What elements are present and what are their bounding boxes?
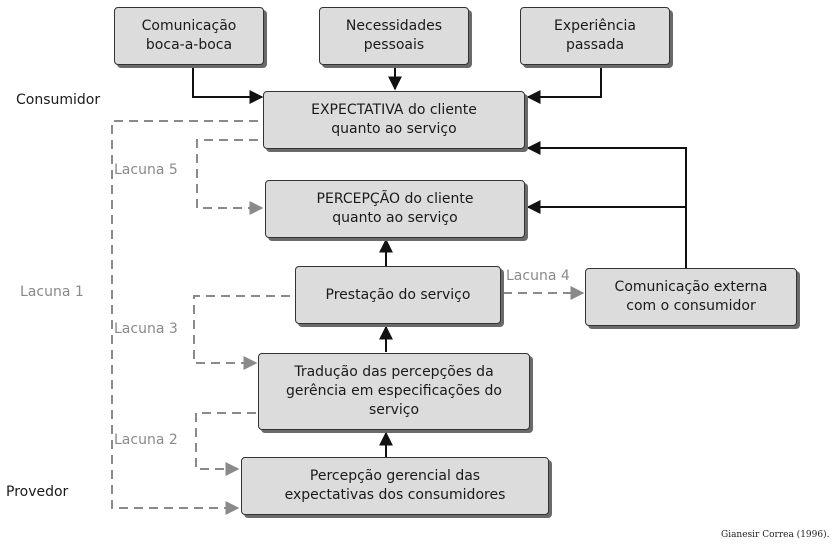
box-text-line: expectativas dos consumidores (284, 487, 506, 503)
gap-label-lacuna5: Lacuna 5 (114, 162, 178, 178)
box-text-line: gerência em especificações do (286, 383, 502, 399)
gap-label-lacuna4: Lacuna 4 (506, 268, 570, 284)
box-traducao-percepcoes: Tradução das percepções da gerência em es… (258, 353, 530, 430)
source-citation: Gianesir Correa (1996). (721, 530, 830, 540)
arrow-boca-to-expectativa (192, 67, 264, 104)
box-text-line: Tradução das percepções da (294, 364, 494, 380)
box-text-line: serviço (368, 402, 420, 418)
box-experiencia-passada: Experiência passada (520, 7, 670, 65)
label-consumidor: Consumidor (16, 92, 101, 108)
arrow-experiencia-to-expectativa (526, 67, 602, 104)
box-text-line: com o consumidor (626, 298, 756, 314)
gap-line-lacuna5 (196, 139, 264, 215)
box-text-line: passada (565, 37, 625, 53)
gap-line-lacuna2 (195, 412, 256, 476)
box-text-line: PERCEPÇÃO do cliente (316, 191, 474, 207)
box-text-line: pessoais (363, 37, 425, 53)
box-text-line: quanto ao serviço (331, 121, 457, 137)
box-text-line: Comunicação externa (614, 279, 768, 295)
label-provedor: Provedor (6, 484, 69, 500)
box-text-line: EXPECTATIVA do cliente (311, 102, 477, 118)
box-text-line: Necessidades (345, 18, 443, 34)
box-text-line: quanto ao serviço (332, 210, 458, 226)
box-percepcao-gerencial: Percepção gerencial das expectativas dos … (241, 457, 549, 515)
box-comunicacao-externa: Comunicação externa com o consumidor (585, 268, 797, 326)
box-percepcao-cliente: PERCEPÇÃO do cliente quanto ao serviço (265, 180, 525, 238)
box-necessidades-pessoais: Necessidades pessoais (319, 7, 469, 65)
box-comunicacao-boca-a-boca: Comunicação boca-a-boca (114, 7, 264, 65)
gap-label-lacuna1: Lacuna 1 (20, 284, 84, 300)
box-expectativa-cliente: EXPECTATIVA do cliente quanto ao serviço (263, 91, 525, 149)
arrow-comunicacao-to-expectativa (526, 141, 687, 268)
box-text-line: Prestação do serviço (325, 286, 471, 303)
gap-line-lacuna1 (111, 120, 258, 515)
gap-label-lacuna2: Lacuna 2 (114, 432, 178, 448)
box-text-line: Experiência (554, 18, 636, 34)
box-prestacao-servico: Prestação do serviço (295, 266, 501, 324)
gap-line-lacuna3 (193, 295, 290, 370)
gap-label-lacuna3: Lacuna 3 (114, 321, 178, 337)
box-text-line: boca-a-boca (145, 37, 233, 53)
box-text-line: Comunicação (141, 18, 237, 34)
box-text-line: Percepção gerencial das (309, 468, 481, 484)
